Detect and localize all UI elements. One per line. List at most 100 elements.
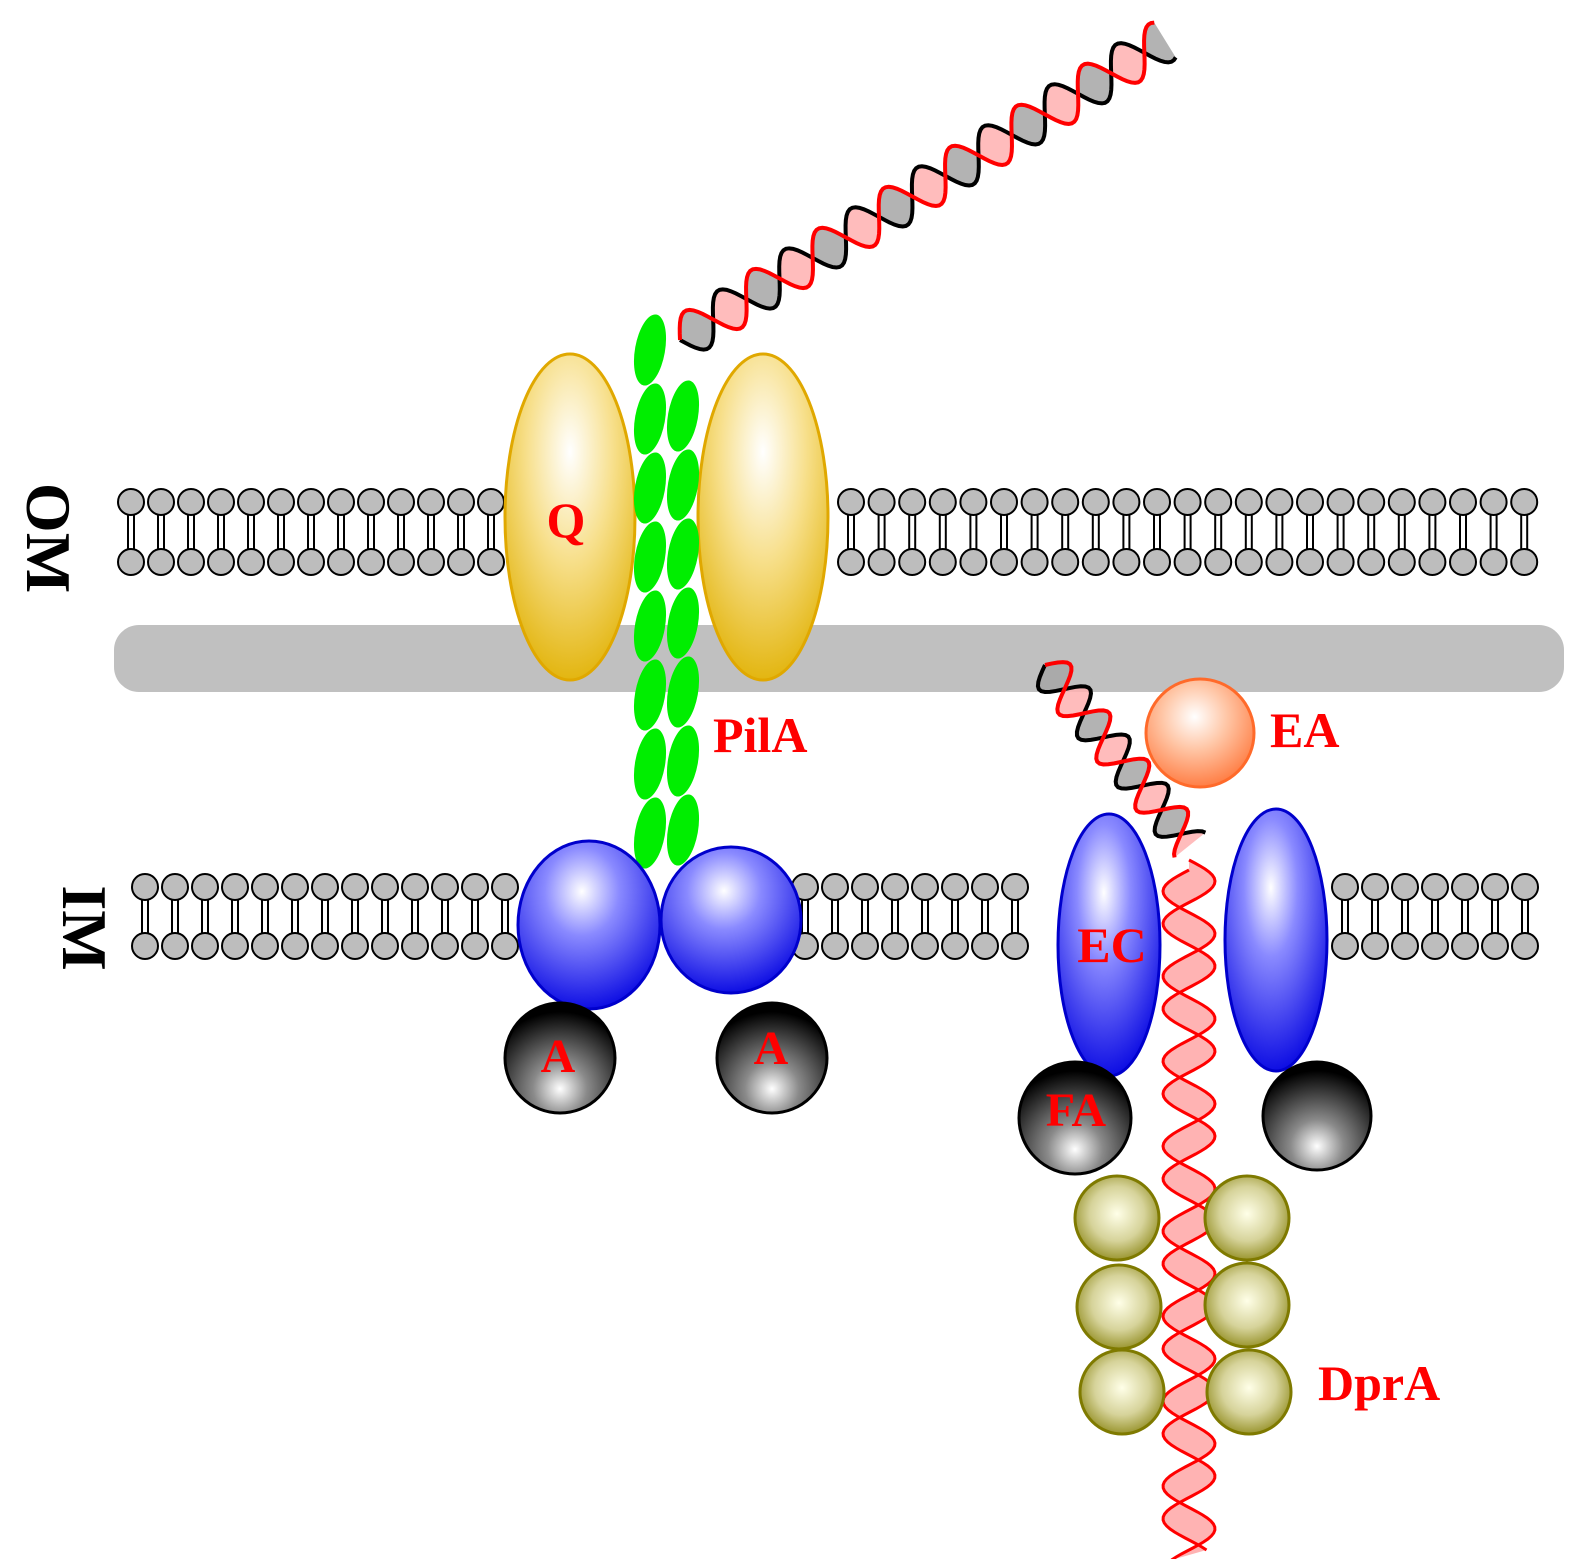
dpra-subunit [1203,1174,1291,1262]
lipid-head [1510,548,1539,576]
lipid-head [251,932,279,960]
lipid-head [191,873,219,901]
lipid-head [237,548,265,576]
lipid-head [131,932,159,960]
lipid-head [477,488,505,516]
label-ea: EA [1270,702,1339,758]
dna-groove [1077,63,1112,104]
secretin-right [696,352,830,682]
lipid-head [959,488,988,516]
dpra-subunit [1073,1174,1161,1262]
lipid-head [1481,932,1509,960]
lipid-head [177,548,205,576]
lipid-head [147,488,175,516]
lipid-head [867,548,896,576]
lipid-head [1391,873,1419,901]
pilin-subunit [633,659,667,731]
lipid-head [1511,873,1539,901]
ssdna-ribbon [1163,860,1215,1559]
lipid-head [161,932,189,960]
lipid-head [117,488,145,516]
dna-groove [1057,686,1091,717]
atpase-fa-partner [1261,1060,1373,1172]
lipid-head [851,932,879,960]
outer-membrane-bilayer [117,488,1539,576]
dna-groove [1135,782,1169,813]
lipid-head [821,873,849,901]
lipid-head [941,873,969,901]
dna-groove [679,309,714,350]
pilin-subunit [633,383,667,455]
lipid-head [990,488,1018,516]
lipid-head [898,548,927,576]
lipid-head [311,932,339,960]
lipid-head [327,488,355,516]
im-label: IM [49,885,120,970]
lipid-head [911,873,939,901]
pilin-subunit [666,587,700,659]
secretin-left [503,352,637,682]
lipid-head [1449,548,1477,576]
lipid-head [1143,488,1171,516]
lipid-head [177,488,205,516]
dpra-subunit [1075,1263,1163,1351]
lipid-head [251,873,279,901]
lipid-head [928,488,957,516]
lipid-head [1357,548,1386,576]
lipid-head [821,932,849,960]
label-dpra: DprA [1318,1355,1440,1411]
lipid-head [191,932,219,960]
lipid-head [1511,932,1539,960]
label-fa: FA [1046,1084,1107,1137]
pilin-subunit [633,590,667,662]
lipid-head [1451,873,1479,901]
dna-groove [1076,710,1111,741]
lipid-head [1331,873,1359,901]
dna-groove [1154,806,1189,837]
lipid-head [1001,932,1029,960]
lipid-head [221,873,249,901]
lipid-head [911,932,939,960]
lipid-head [959,548,988,576]
dna-strand-black [679,41,1178,352]
dna-groove [779,248,813,289]
dna-groove [978,125,1013,165]
lipid-head [1081,488,1110,516]
lipid-head [267,548,295,576]
atpase-fa [1017,1060,1133,1176]
lipid-head [1449,488,1477,516]
lipid-head [837,548,865,576]
lipid-head [1143,548,1171,576]
pilin-subunit [633,521,667,593]
ssdna-strand [1161,858,1217,1559]
lipid-head [928,548,957,576]
dsdna-incoming [677,20,1178,352]
lipid-head [267,488,295,516]
lipid-head [221,932,249,960]
lipid-head [207,488,235,516]
dna-groove [1174,831,1206,858]
lipid-head [1326,548,1355,576]
pilin-subunit [633,452,667,524]
label-a-right: A [754,1022,789,1075]
lipid-head [1020,488,1049,516]
lipid-head [117,548,145,576]
pilus-filament [633,314,700,869]
lipid-head [1081,548,1110,576]
atpase-right [715,1001,829,1115]
lipid-head [461,873,489,901]
lipid-head [281,873,309,901]
dna-groove [1115,758,1150,789]
lipid-head [207,548,235,576]
lipid-head [898,488,927,516]
label-a-left: A [541,1030,576,1083]
dna-groove [1144,22,1176,63]
lipid-head [1234,548,1263,576]
dna-groove [1044,84,1079,124]
lipid-head [357,488,385,516]
dna-groove [812,227,847,268]
dna-groove [1011,104,1046,145]
lipid-head [1361,873,1389,901]
lipid-head [461,932,489,960]
